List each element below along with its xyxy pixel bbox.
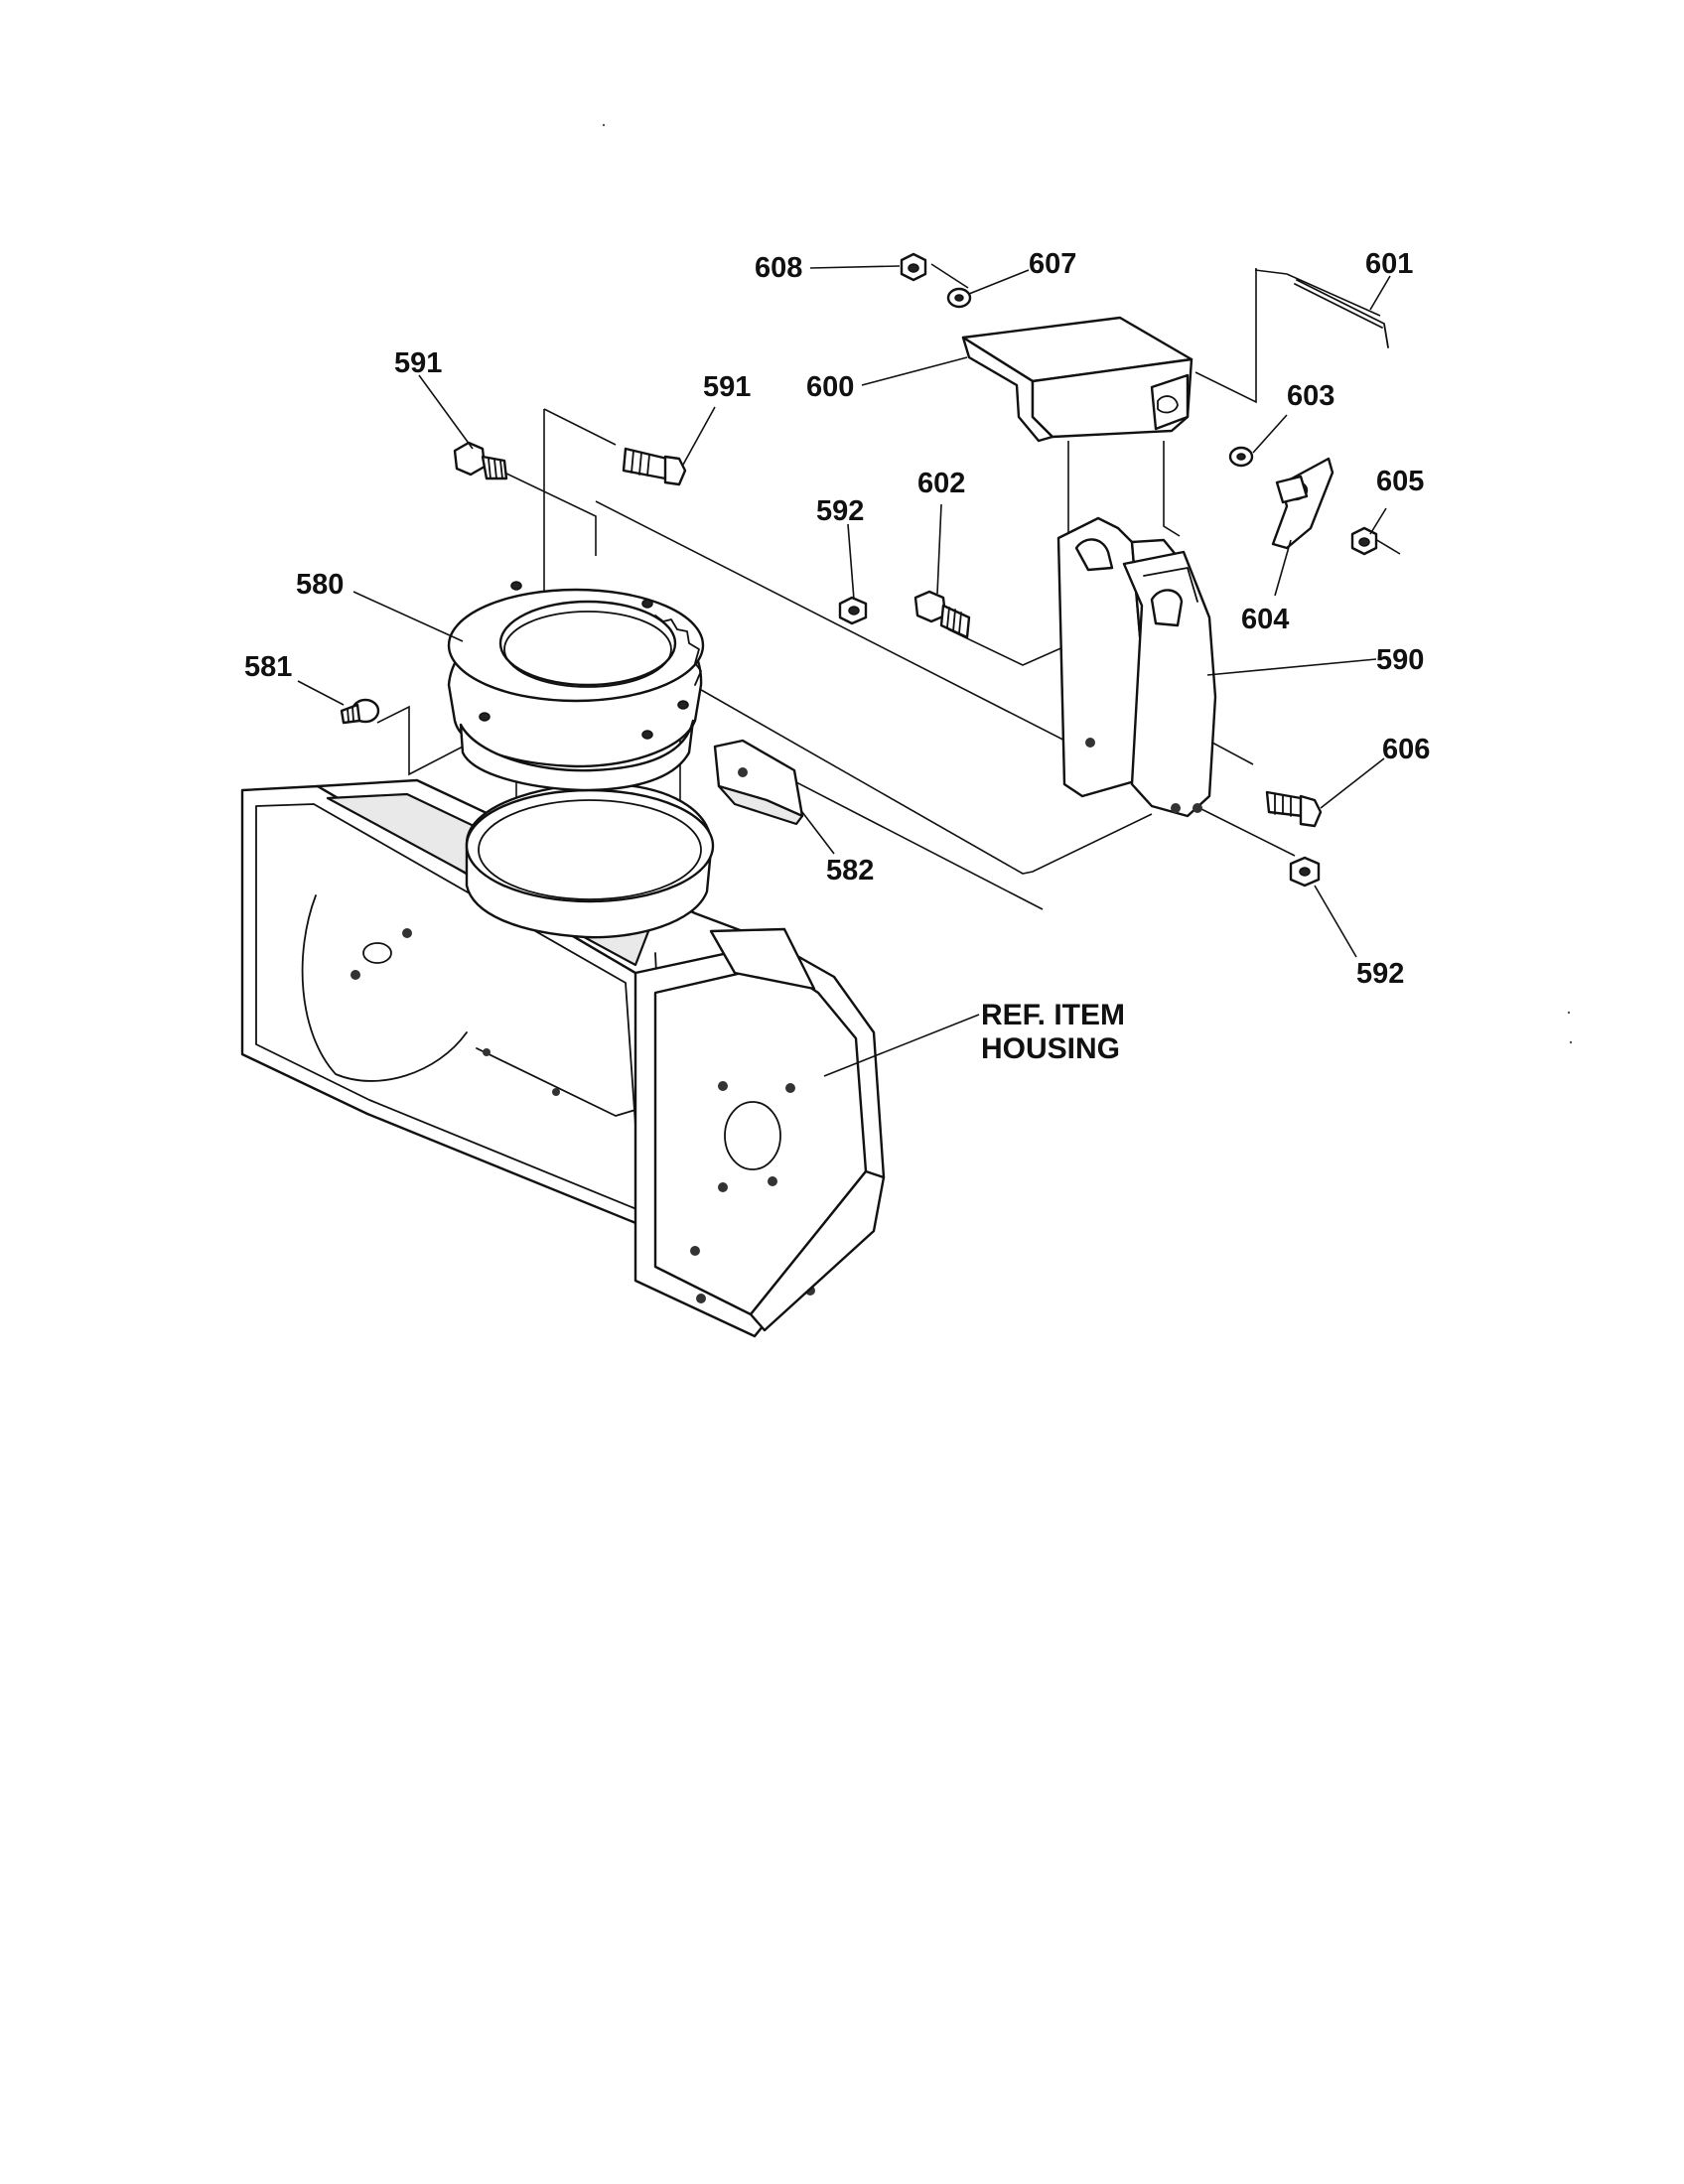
callout-600: 600 bbox=[806, 371, 854, 403]
callout-591-left: 591 bbox=[394, 347, 442, 379]
chute-ring-580 bbox=[447, 581, 705, 792]
nut-592-upper bbox=[838, 596, 868, 625]
scan-speck bbox=[602, 123, 606, 127]
callout-602: 602 bbox=[917, 468, 965, 499]
callout-604: 604 bbox=[1241, 604, 1289, 635]
nut-608 bbox=[900, 252, 927, 282]
reference-label-line2: HOUSING bbox=[981, 1032, 1120, 1065]
bolt-606 bbox=[1265, 790, 1323, 828]
knob-604 bbox=[1271, 457, 1334, 550]
washer-607 bbox=[946, 287, 972, 309]
pin-601 bbox=[1294, 279, 1389, 348]
callout-590: 590 bbox=[1376, 644, 1424, 676]
callout-601: 601 bbox=[1365, 248, 1413, 280]
callout-581: 581 bbox=[244, 651, 292, 683]
callout-606: 606 bbox=[1382, 734, 1430, 765]
bolt-602 bbox=[913, 590, 971, 639]
callout-608: 608 bbox=[755, 252, 802, 284]
screw-581 bbox=[340, 698, 380, 725]
callout-605: 605 bbox=[1376, 466, 1424, 497]
chute-bracket-590 bbox=[1056, 516, 1217, 818]
callout-592-lower: 592 bbox=[1356, 958, 1404, 990]
callout-labels: 608 607 601 600 603 591 591 605 592 602 … bbox=[244, 248, 1430, 1065]
callout-603: 603 bbox=[1287, 380, 1334, 412]
callout-591-right: 591 bbox=[703, 371, 751, 403]
deflector-bracket-600 bbox=[961, 316, 1193, 443]
bolt-591-left bbox=[453, 441, 508, 480]
wear-shim-582 bbox=[713, 739, 804, 826]
nut-592-lower bbox=[1289, 856, 1321, 887]
housing bbox=[240, 778, 886, 1338]
leader-lines bbox=[297, 265, 1391, 1077]
scan-speck bbox=[1569, 1040, 1573, 1044]
nut-605 bbox=[1350, 526, 1378, 556]
callout-580: 580 bbox=[296, 569, 344, 601]
reference-label-line1: REF. ITEM bbox=[981, 999, 1125, 1031]
callout-582: 582 bbox=[826, 855, 874, 887]
callout-592-upper: 592 bbox=[816, 495, 864, 527]
scan-speck bbox=[1567, 1011, 1571, 1015]
bolt-591-right bbox=[622, 447, 687, 486]
callout-607: 607 bbox=[1029, 248, 1076, 280]
washer-603 bbox=[1228, 446, 1254, 468]
